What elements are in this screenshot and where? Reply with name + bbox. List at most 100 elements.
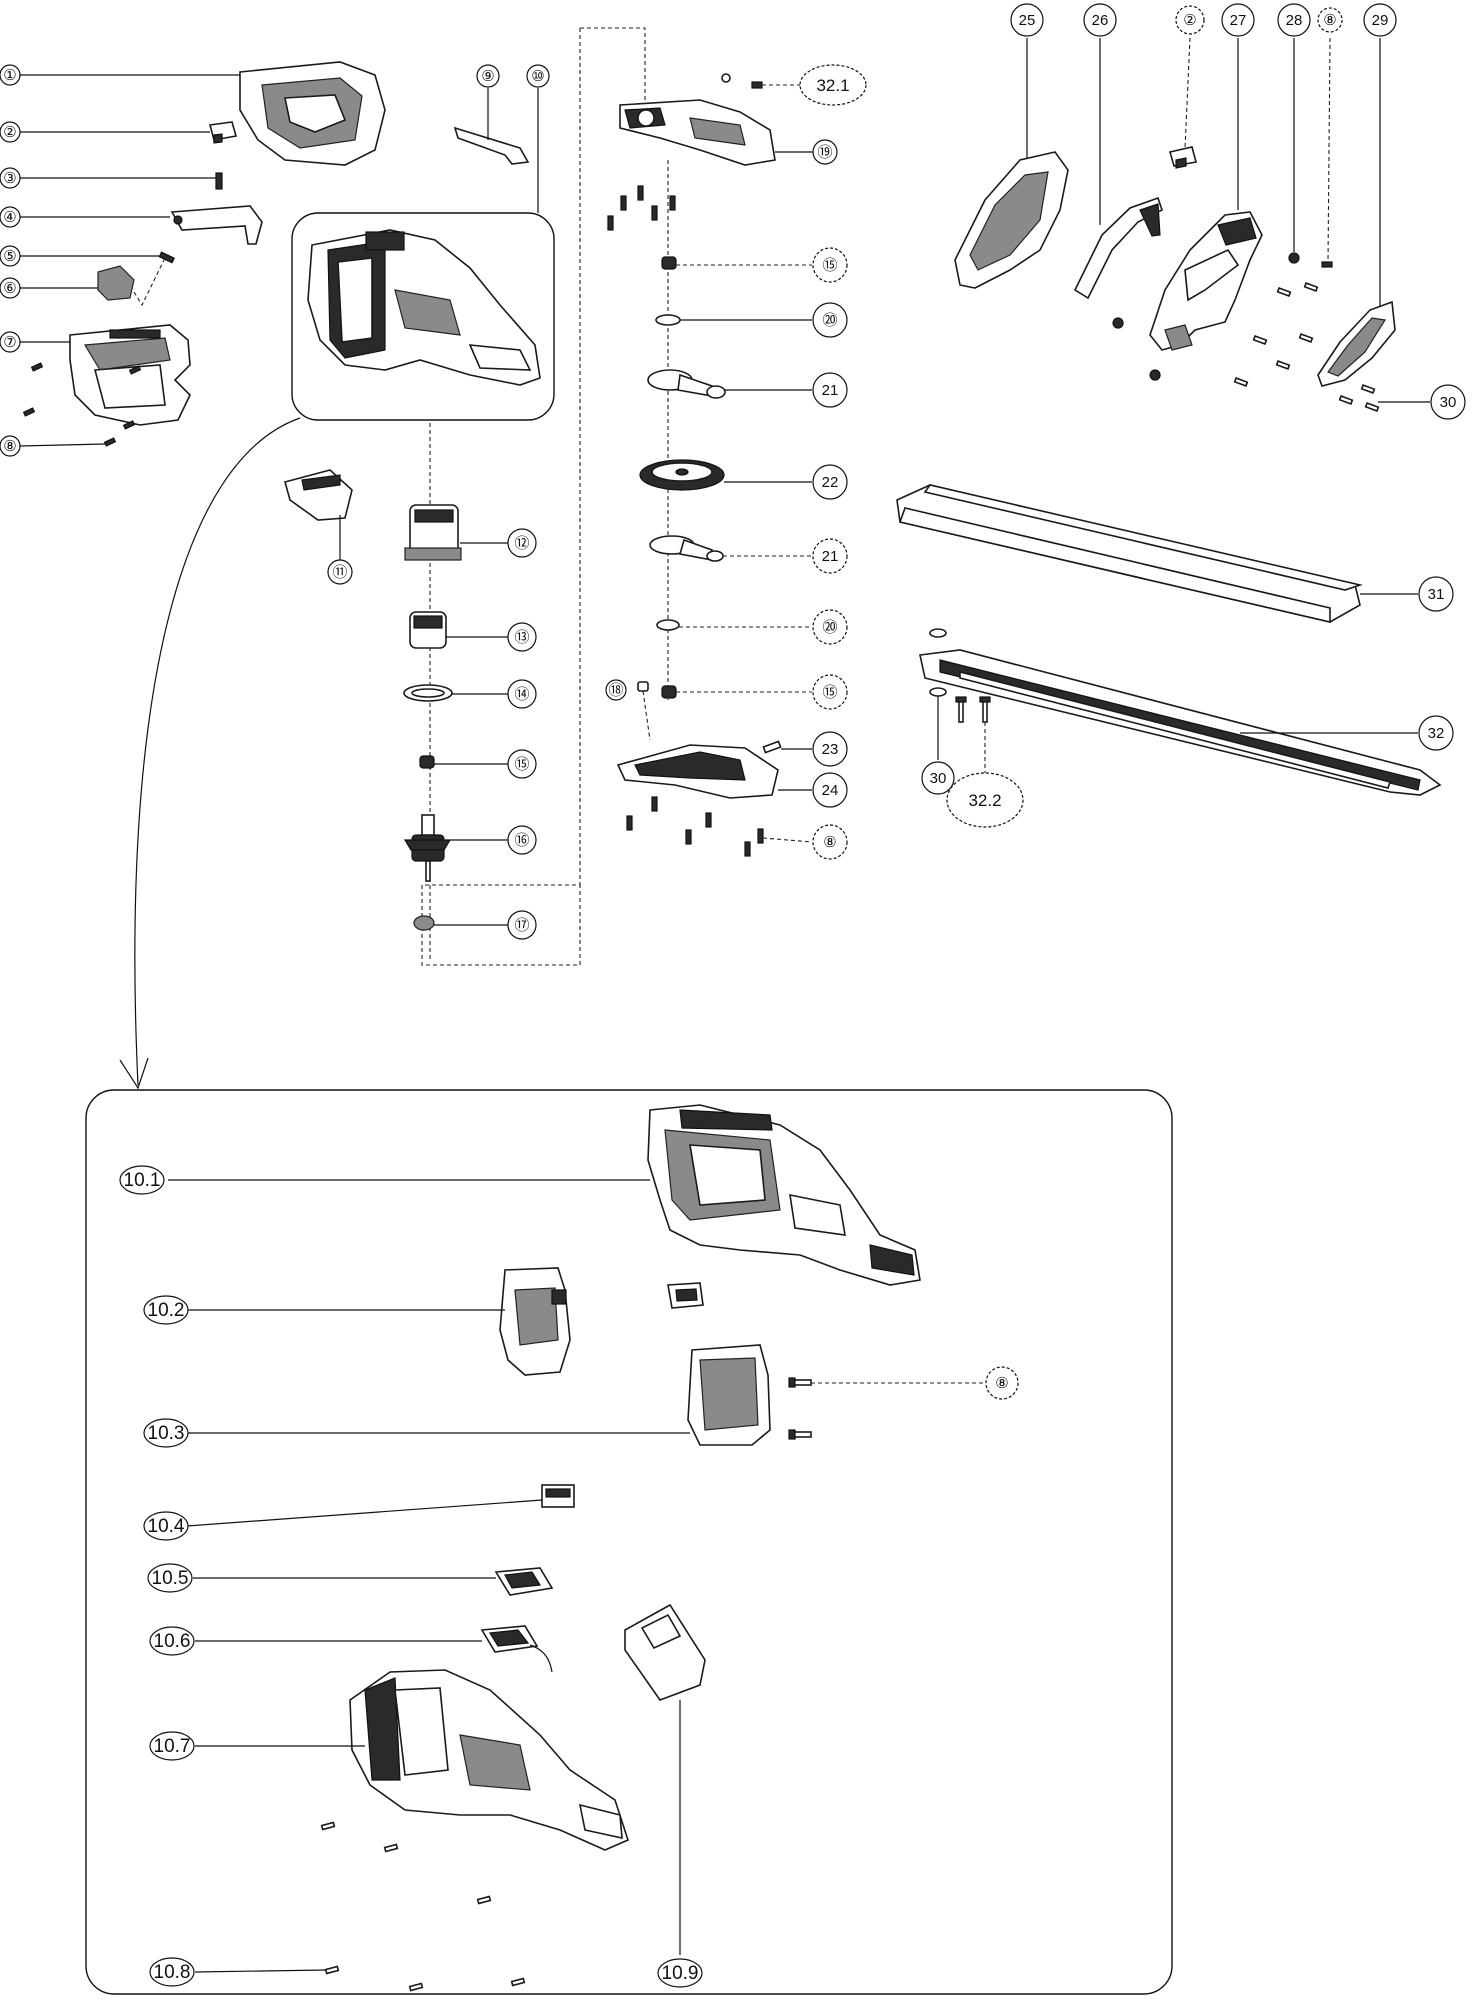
part-2b-switch (1168, 146, 1197, 169)
part-small-terminal-block (667, 1282, 704, 1309)
part-31-blade-cover (896, 484, 1363, 624)
callout-102-label: 10.2 (148, 1300, 185, 1321)
part-4-lever (170, 205, 263, 245)
callout-30b-label: 30 (930, 770, 947, 787)
callout-15: ⑮ (507, 749, 537, 779)
part-106-pcb-wired (480, 1625, 553, 1673)
part-10-housing (307, 229, 541, 386)
part-12-motor (404, 504, 462, 561)
part-2-switch (208, 121, 238, 144)
callout-25: 25 (1010, 3, 1044, 37)
callout-21b-label: 21 (822, 548, 839, 565)
callout-103: 10.3 (143, 1418, 189, 1448)
callout-17-label: ⑰ (514, 917, 529, 934)
callout-16: ⑯ (507, 825, 537, 855)
callout-3: ③ (0, 167, 21, 189)
part-102-battery-bracket (499, 1267, 571, 1376)
handle-screws (1112, 282, 1380, 412)
callout-2b-label: ② (1183, 12, 1196, 29)
callout-6-label: ⑥ (3, 280, 16, 297)
callout-109-label: 10.9 (662, 1963, 699, 1984)
part-103-battery-cover (687, 1344, 771, 1446)
part-29-hand-guard (1317, 300, 1396, 387)
callout-23: 23 (812, 731, 848, 767)
callout-106-label: 10.6 (154, 1631, 191, 1652)
callout-10-label: ⑩ (531, 68, 544, 85)
leader-8 (19, 443, 106, 447)
part-13-fan (409, 611, 447, 649)
callout-17: ⑰ (507, 910, 537, 940)
part-104-switch (541, 1484, 575, 1508)
callout-20b-label: ⑳ (822, 619, 837, 636)
part-3-spring (215, 172, 223, 190)
callout-104: 10.4 (143, 1511, 189, 1541)
callout-24-label: 24 (822, 782, 839, 799)
part-321-screw (751, 81, 763, 89)
inset-arrow (134, 417, 301, 1086)
gearbox-screws-top (607, 185, 676, 231)
part-28-nut (1288, 252, 1300, 264)
callout-15c: ⑮ (812, 674, 848, 710)
callout-109: 10.9 (657, 1958, 703, 1988)
dash-5-6 (133, 257, 166, 307)
callout-20: ⑳ (812, 302, 848, 338)
callout-103-label: 10.3 (148, 1423, 185, 1444)
callout-9-label: ⑨ (481, 68, 494, 85)
callout-8b-label: ⑧ (823, 834, 836, 851)
part-7-rear-handle (69, 324, 191, 426)
callout-8c: ⑧ (1317, 7, 1343, 33)
part-6-switch-block (97, 265, 135, 301)
callout-25-label: 25 (1019, 12, 1036, 29)
part-15b-bearing (661, 256, 677, 270)
callout-21: 21 (812, 372, 848, 408)
leader-104 (186, 1499, 543, 1527)
callout-20-label: ⑳ (822, 312, 837, 329)
callout-15b-label: ⑮ (822, 257, 837, 274)
callout-108-label: 10.8 (154, 1962, 191, 1983)
callout-321-label: 32.1 (816, 76, 849, 95)
callout-1-label: ① (3, 67, 16, 84)
callout-23-label: 23 (822, 741, 839, 758)
callout-11: ⑪ (327, 559, 353, 585)
callout-inset-8-label: ⑧ (995, 1375, 1008, 1392)
callout-5-label: ⑤ (3, 248, 16, 265)
part-107-housing-half (349, 1669, 629, 1851)
leader-8b (762, 837, 813, 843)
part-27-bail-handle (1149, 211, 1263, 351)
callout-9: ⑨ (476, 64, 500, 88)
callout-21-label: 21 (822, 382, 839, 399)
callout-31-label: 31 (1428, 586, 1445, 603)
callout-12: ⑫ (507, 528, 537, 558)
part-109-label-plate (624, 1603, 706, 1701)
part-23-pin (762, 740, 782, 754)
callout-322-label: 32.2 (968, 791, 1001, 810)
callout-20b: ⑳ (812, 609, 848, 645)
callout-2b: ② (1175, 5, 1205, 35)
dash-18 (642, 690, 651, 741)
callout-30b: 30 (921, 761, 955, 795)
callout-6: ⑥ (0, 277, 21, 299)
callout-105: 10.5 (147, 1563, 193, 1593)
part-16-armature (403, 814, 452, 882)
callout-102: 10.2 (143, 1295, 189, 1325)
callout-27-label: 27 (1230, 12, 1247, 29)
part-21b-connecting-rod (649, 535, 724, 562)
leader-8c (1327, 37, 1331, 263)
callout-322: 32.2 (946, 772, 1024, 828)
part-32-blade (919, 649, 1442, 796)
callout-13-label: ⑬ (514, 629, 529, 646)
callout-4: ④ (0, 206, 21, 228)
inset-arrow-head (119, 1057, 149, 1090)
part-321-nut (721, 73, 731, 83)
part-22-gear (639, 459, 725, 491)
callout-104-label: 10.4 (148, 1516, 185, 1537)
part-20-washer (655, 314, 681, 326)
part-103-screws (788, 1377, 812, 1440)
callout-21b: 21 (812, 538, 848, 574)
part-15-bearing (419, 755, 435, 769)
callout-10: ⑩ (526, 64, 550, 88)
callout-32: 32 (1418, 715, 1454, 751)
callout-3-label: ③ (3, 170, 16, 187)
assembly-frame (421, 27, 646, 966)
callout-107: 10.7 (149, 1731, 195, 1761)
